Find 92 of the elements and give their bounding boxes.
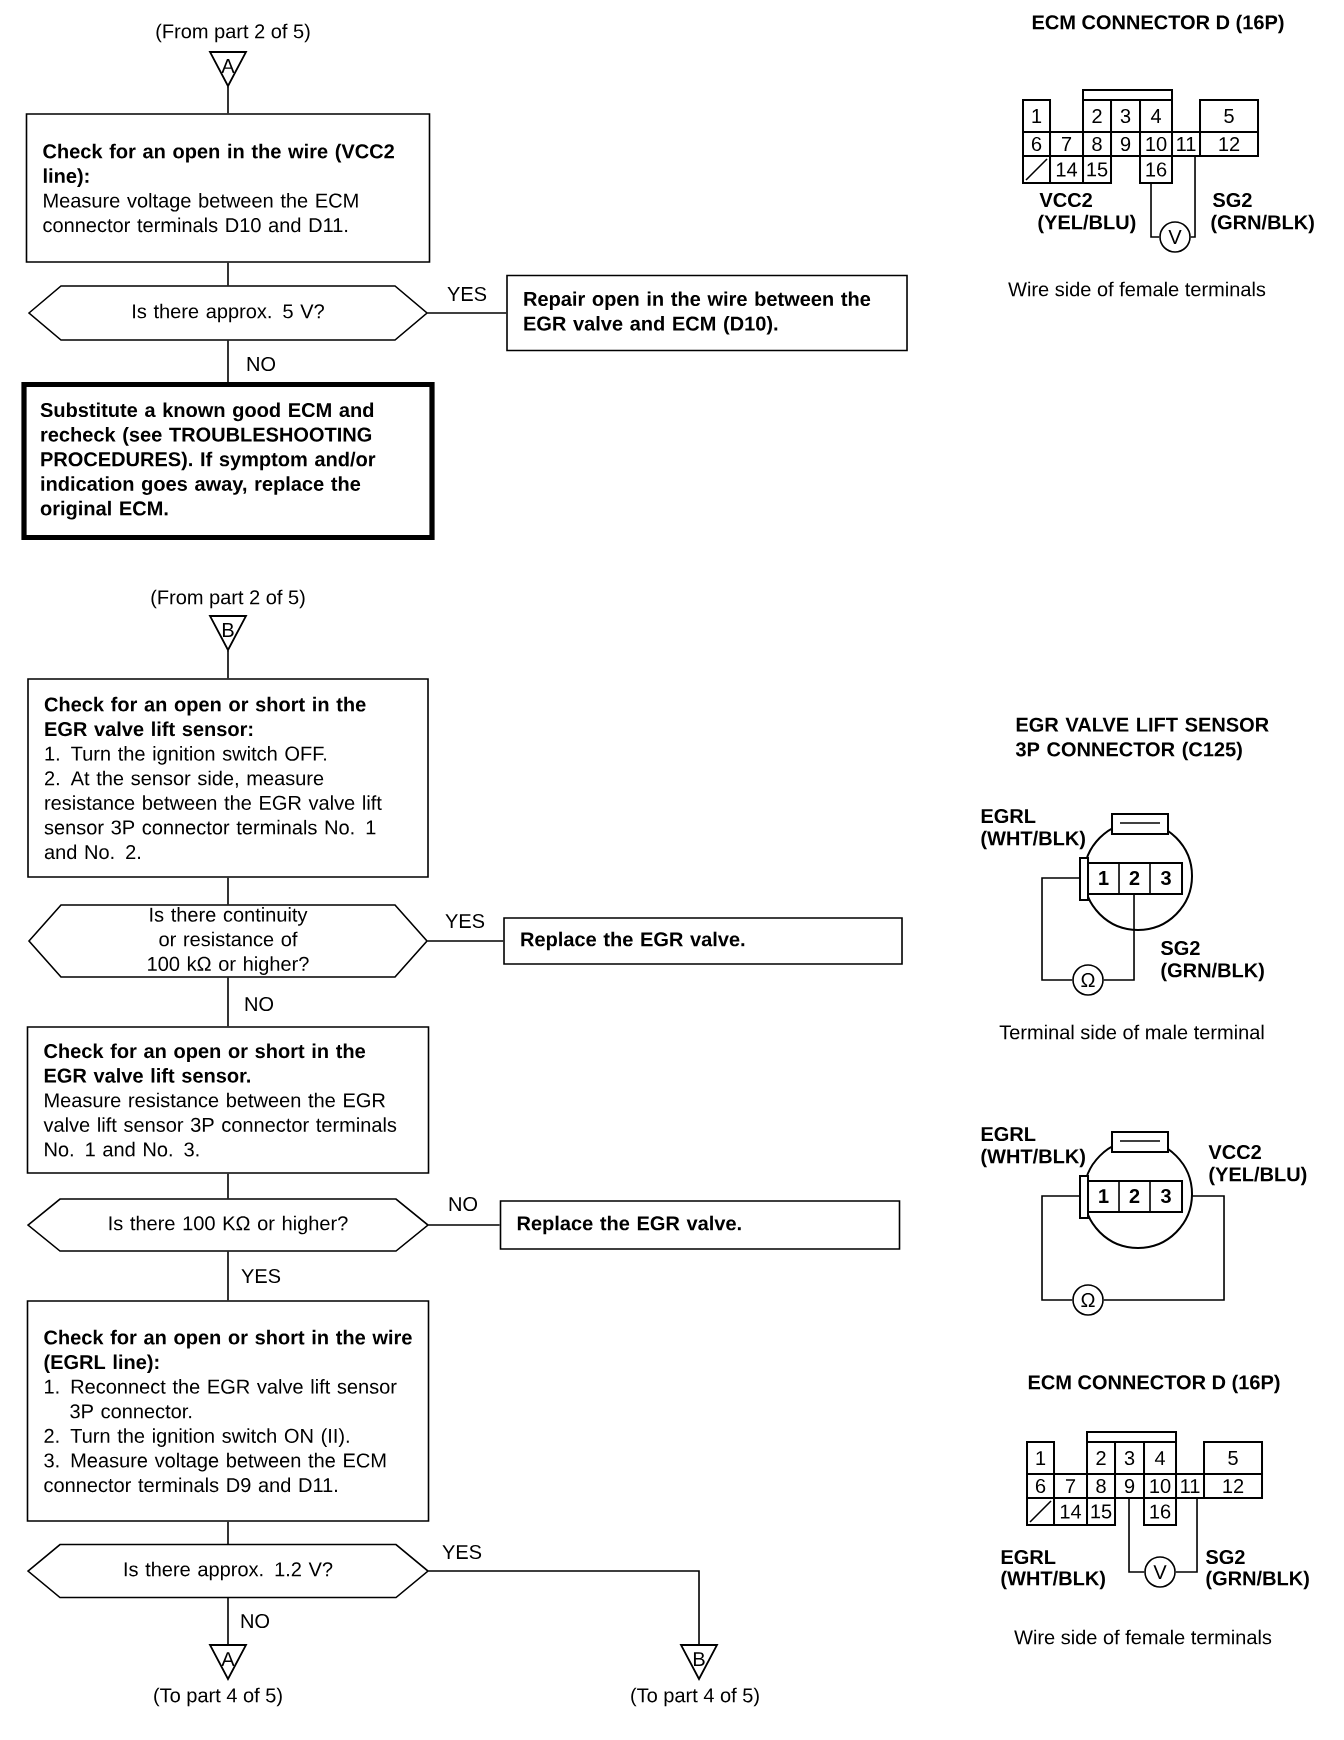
- pin-number: 14: [1060, 1504, 1082, 1519]
- wire-label: EGRL: [981, 1126, 1036, 1142]
- connector-line: [227, 85, 229, 114]
- pin-number: 6: [1031, 136, 1042, 152]
- pin-number: 2: [1129, 871, 1140, 885]
- connector-line: [227, 649, 229, 679]
- connector-line: [426, 312, 507, 314]
- process-box: Check for an open in the wire (VCC2 line): Measure voltage between the ECM connector terminals D10 and D11.: [25, 113, 431, 263]
- edge-label: YES: [440, 1542, 484, 1562]
- wire-label: (YEL/BLU): [1209, 1166, 1307, 1186]
- connector-title: ECM CONNECTOR D (16P): [1032, 14, 1284, 34]
- pin-number: 11: [1181, 1479, 1200, 1493]
- pin-number: 3: [1160, 870, 1171, 886]
- edge-label: YES: [445, 284, 489, 304]
- process-box: Replace the EGR valve.: [503, 917, 903, 965]
- edge-label: NO: [446, 1194, 480, 1214]
- connector-line: [427, 1570, 700, 1646]
- pin-number: 8: [1092, 136, 1102, 152]
- pin-number: 16: [1146, 162, 1167, 177]
- connector-title: ECM CONNECTOR D (16P): [1028, 1374, 1280, 1394]
- wire-label: (WHT/BLK): [981, 830, 1085, 850]
- edge-label: NO: [238, 1611, 272, 1631]
- connector-line: [227, 1597, 229, 1646]
- connector-line: [227, 877, 229, 906]
- connector-line: [227, 1173, 229, 1200]
- edge-label: NO: [242, 994, 276, 1014]
- pin-number: 16: [1150, 1504, 1171, 1519]
- connector-line: [227, 1521, 229, 1545]
- connector-title: EGR VALVE LIFT SENSOR 3P CONNECTOR (C125): [1015, 717, 1269, 761]
- page-reference: (To part 4 of 5): [631, 1687, 759, 1707]
- pin-number: 4: [1154, 1451, 1165, 1465]
- pin-number: 12: [1223, 1479, 1244, 1493]
- wire-label: EGRL: [1001, 1549, 1056, 1565]
- view-caption: Wire side of female terminals: [1008, 281, 1266, 297]
- wire-label: (GRN/BLK): [1161, 962, 1264, 982]
- pin-number: 10: [1146, 136, 1167, 152]
- process-box: Check for an open or short in the EGR valve lift sensor: 1. Turn the ignition switch OFF. 2. At the sensor side, measure resistance between the EGR valve lift sensor 3P connector terminals No. 1 and No. 2.: [27, 678, 429, 878]
- connector-line: [426, 940, 504, 942]
- wire-label: (WHT/BLK): [1001, 1570, 1105, 1590]
- pin-number: 6: [1035, 1478, 1046, 1494]
- pin-number: 12: [1219, 137, 1240, 151]
- pin-number: 1: [1032, 109, 1042, 123]
- wire-label: (GRN/BLK): [1206, 1570, 1309, 1590]
- pin-number: 1: [1036, 1451, 1046, 1465]
- pin-number: 4: [1150, 109, 1161, 123]
- pin-number: 2: [1129, 1189, 1140, 1203]
- pin-number: 2: [1092, 109, 1102, 123]
- wire-label: (GRN/BLK): [1211, 214, 1314, 234]
- wire-label: VCC2: [1208, 1144, 1261, 1160]
- pin-number: 11: [1177, 137, 1196, 151]
- pin-number: 15: [1087, 162, 1108, 177]
- connector-line: [227, 339, 229, 383]
- pin-number: 9: [1120, 136, 1131, 152]
- process-box: Repair open in the wire between the EGR valve and ECM (D10).: [506, 274, 908, 352]
- pin-number: 5: [1224, 109, 1234, 123]
- process-box: Replace the EGR valve.: [499, 1200, 901, 1250]
- pin-number: 5: [1228, 1451, 1238, 1465]
- pin-number: 3: [1124, 1450, 1135, 1466]
- wire-label: SG2: [1161, 940, 1200, 956]
- edge-label: NO: [244, 354, 278, 374]
- view-caption: Terminal side of male terminal: [999, 1024, 1264, 1040]
- connector-line: [227, 976, 229, 1027]
- pin-number: 1: [1099, 1189, 1109, 1203]
- wire-label: VCC2: [1039, 192, 1092, 208]
- wire-label: (YEL/BLU): [1038, 214, 1136, 234]
- pin-number: 7: [1066, 1479, 1076, 1493]
- pin-number: 7: [1062, 137, 1072, 151]
- pin-number: 14: [1056, 162, 1078, 177]
- pin-number: 10: [1150, 1478, 1171, 1494]
- edge-label: YES: [239, 1266, 283, 1286]
- connector-line: [227, 1250, 229, 1301]
- process-box: Check for an open or short in the EGR valve lift sensor. Measure resistance between the EGR valve lift sensor 3P connector terminals No. 1 and No. 3.: [26, 1026, 430, 1174]
- pin-number: 8: [1096, 1478, 1106, 1494]
- wire-label: (WHT/BLK): [981, 1148, 1085, 1168]
- action-box: Substitute a known good ECM and recheck (see TROUBLESHOOTING PROCEDURES). If symptom and/or indication goes away, replace the original ECM.: [21, 381, 435, 541]
- pin-number: 1: [1099, 871, 1109, 885]
- pin-number: 15: [1091, 1504, 1112, 1519]
- connector-line: [427, 1224, 501, 1226]
- process-box: Check for an open or short in the wire (EGRL line): 1. Reconnect the EGR valve lift sensor 3P connector. 2. Turn the ignition switch ON (II). 3. Measure voltage between the ECM connector terminals D9 and D11.: [26, 1300, 430, 1522]
- page-reference: (From part 2 of 5): [156, 23, 310, 43]
- connector-line: [227, 262, 229, 287]
- pin-number: 2: [1096, 1451, 1106, 1465]
- wire-label: SG2: [1206, 1549, 1245, 1565]
- pin-number: 3: [1160, 1188, 1171, 1204]
- wire-label: SG2: [1213, 192, 1252, 208]
- wire-label: EGRL: [981, 808, 1036, 824]
- pin-number: 3: [1120, 108, 1131, 124]
- view-caption: Wire side of female terminals: [1014, 1629, 1272, 1645]
- page-reference: (To part 4 of 5): [154, 1687, 282, 1707]
- page-reference: (From part 2 of 5): [151, 589, 305, 609]
- edge-label: YES: [443, 911, 487, 931]
- pin-number: 9: [1124, 1478, 1135, 1494]
